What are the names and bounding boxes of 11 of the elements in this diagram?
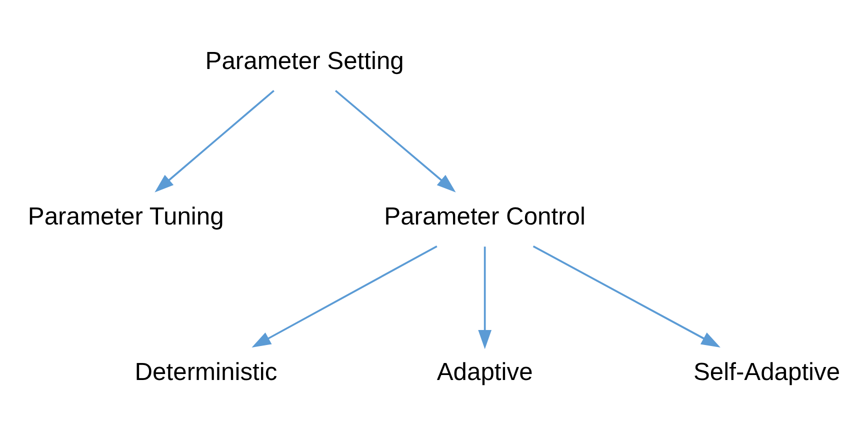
node-text: Adaptive: [436, 358, 533, 386]
node-text: Deterministic: [134, 358, 278, 386]
arrow: [334, 89, 456, 192]
node-text: Self-Adaptive: [694, 358, 840, 386]
node-text: Parameter Setting: [205, 47, 404, 74]
node-text: Parameter Control: [384, 202, 586, 230]
arrow: [154, 89, 274, 192]
arrow: [252, 244, 438, 348]
arrow: [478, 246, 492, 349]
node-text: Parameter Tuning: [28, 202, 224, 230]
arrow: [532, 244, 720, 347]
